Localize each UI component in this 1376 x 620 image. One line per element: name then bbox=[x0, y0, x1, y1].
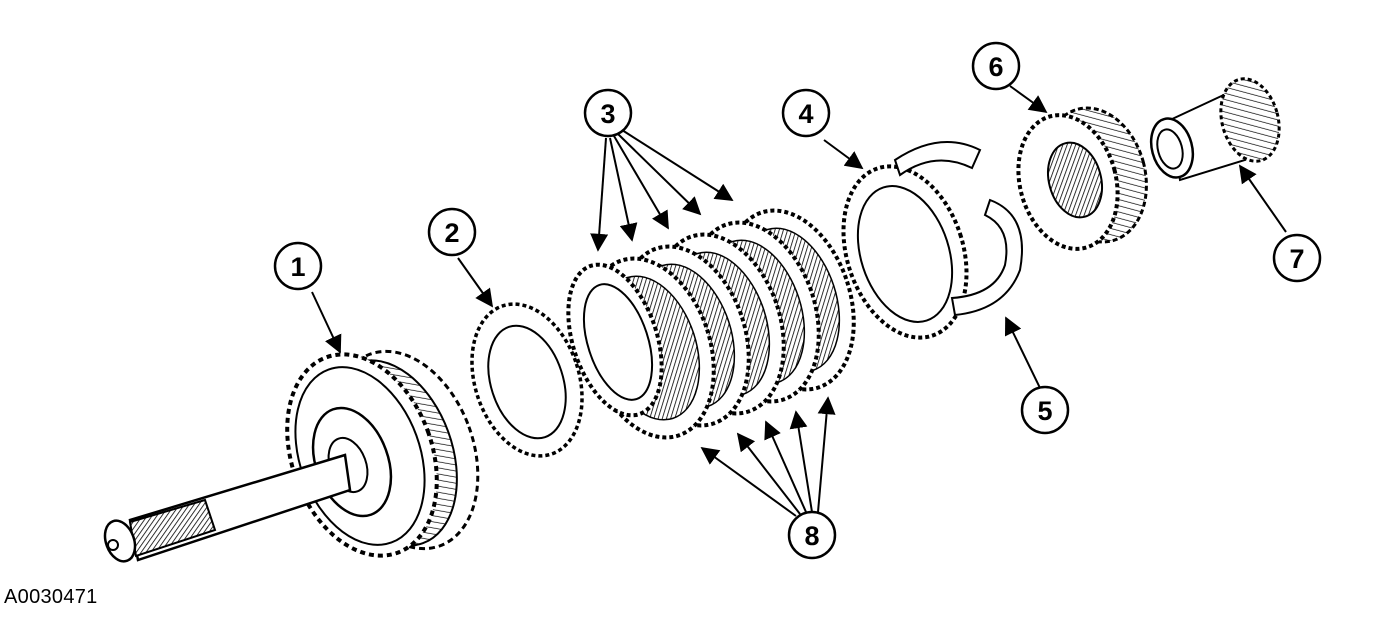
leader-8a bbox=[700, 446, 797, 517]
callout-8-label: 8 bbox=[804, 521, 819, 551]
callout-3-label: 3 bbox=[600, 99, 615, 129]
leader-8c bbox=[764, 420, 807, 513]
leader-1 bbox=[311, 291, 342, 354]
callout-7: 7 bbox=[1272, 233, 1322, 283]
callout-3: 3 bbox=[583, 88, 633, 138]
callout-5: 5 bbox=[1020, 385, 1070, 435]
leader-lines bbox=[311, 85, 1287, 517]
callout-4: 4 bbox=[781, 88, 831, 138]
leader-2 bbox=[457, 257, 494, 308]
leader-3c bbox=[613, 135, 669, 230]
snap-ring bbox=[893, 141, 1023, 317]
leader-6 bbox=[1009, 85, 1048, 114]
leader-3e bbox=[621, 129, 734, 201]
input-shaft-gear bbox=[103, 349, 480, 563]
clutch-plate-stack bbox=[566, 208, 856, 440]
callout-2: 2 bbox=[427, 207, 477, 257]
leader-3a bbox=[590, 137, 609, 252]
callout-5-label: 5 bbox=[1037, 396, 1052, 426]
leader-8b bbox=[736, 432, 801, 515]
leader-3b bbox=[609, 137, 638, 242]
leader-8d bbox=[789, 410, 813, 513]
drive-gear bbox=[1016, 106, 1148, 251]
leader-8e bbox=[817, 396, 836, 513]
callout-7-label: 7 bbox=[1289, 244, 1304, 274]
callout-6-label: 6 bbox=[988, 52, 1003, 82]
output-gear-sleeve bbox=[1149, 77, 1281, 182]
clutch-hub-ring bbox=[841, 164, 969, 340]
thrust-washer bbox=[470, 302, 584, 458]
leader-4 bbox=[823, 139, 864, 170]
callout-1: 1 bbox=[273, 241, 323, 291]
leader-7 bbox=[1238, 164, 1287, 233]
callout-2-label: 2 bbox=[444, 218, 459, 248]
callout-6: 6 bbox=[971, 41, 1021, 91]
leader-5 bbox=[1004, 316, 1041, 389]
callout-8: 8 bbox=[787, 510, 837, 560]
callout-4-label: 4 bbox=[798, 99, 813, 129]
figure-id-label: A0030471 bbox=[4, 586, 98, 608]
callout-1-label: 1 bbox=[290, 252, 305, 282]
leader-3d bbox=[617, 133, 702, 216]
